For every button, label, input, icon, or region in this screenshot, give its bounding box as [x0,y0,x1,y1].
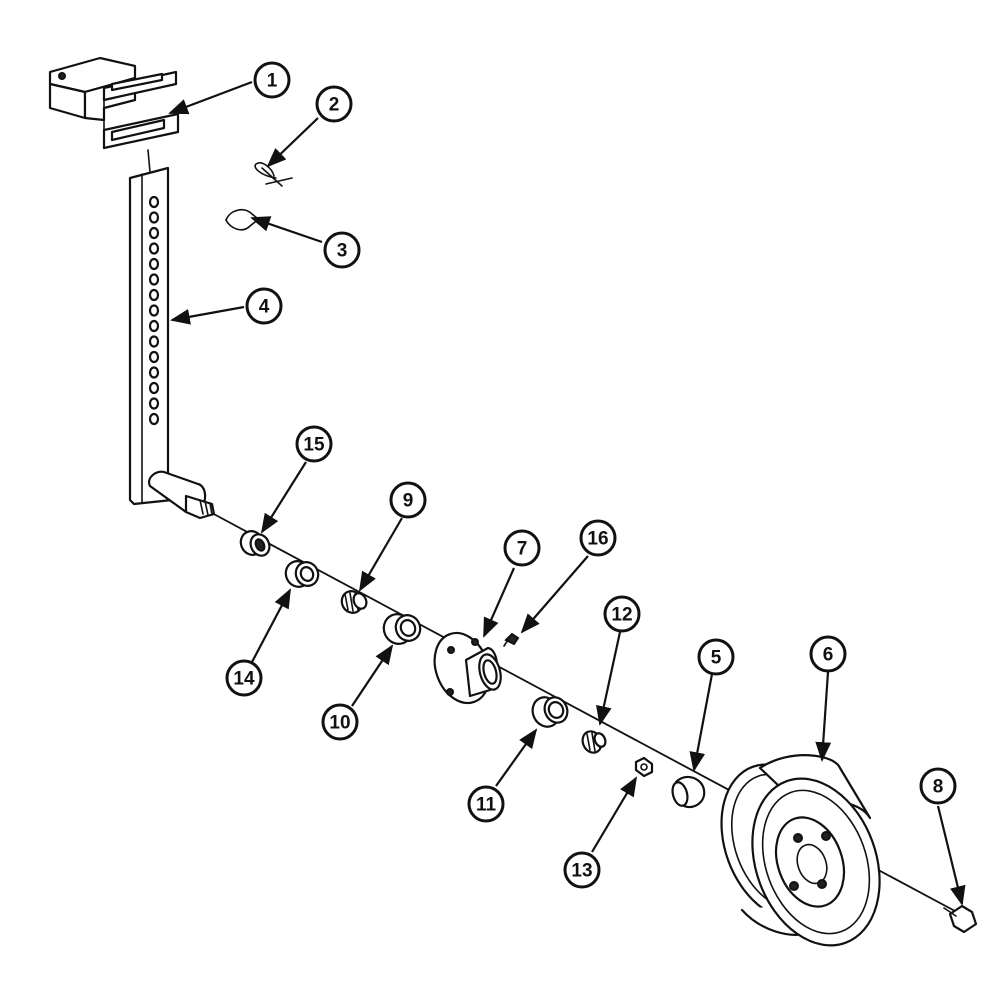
callout-8: 8 [919,767,957,805]
bracket-to-leg-guide-line [147,149,151,173]
callout-14: 14 [225,659,263,697]
lug-bolt [943,904,978,934]
callout-11-label: 11 [476,795,497,816]
mounting-bracket [48,56,180,150]
inner-bearing-cone [340,590,368,614]
callout-6: 6 [809,635,847,673]
wheel-hub [433,631,502,705]
leader-2 [266,117,319,168]
callout-7-label: 7 [517,539,528,560]
spindle-leg [128,166,216,520]
leg-adjustment-hole [148,304,160,317]
leader-12 [596,631,622,726]
leg-adjustment-hole [148,288,160,302]
callout-14-label: 14 [233,669,255,690]
callout-5-label: 5 [711,648,722,669]
callout-12: 12 [603,595,641,633]
callout-1: 1 [253,61,291,99]
leader-9 [359,517,403,592]
spindle-nut [634,756,654,778]
callout-13: 13 [563,851,601,889]
leader-15 [260,461,307,534]
callout-3-label: 3 [337,241,348,262]
callout-16: 16 [579,519,617,557]
cotter-pin [225,208,263,231]
callout-15: 15 [295,425,333,463]
leg-adjustment-hole [148,319,160,333]
dust-cap [671,775,706,809]
leg-adjustment-hole [148,242,160,255]
callout-8-label: 8 [933,777,944,798]
callout-2: 2 [315,85,353,123]
leg-adjustment-hole [148,350,160,364]
callout-10-label: 10 [329,713,350,734]
leg-adjustment-hole [148,211,160,224]
leader-1 [168,80,253,115]
leader-4 [170,305,245,325]
leader-8 [936,805,966,906]
wheel-rim [720,754,881,947]
callout-9-label: 9 [403,491,414,512]
leader-5 [689,673,714,772]
leader-6 [815,671,832,762]
callout-6-label: 6 [823,645,834,666]
leg-adjustment-hole [148,381,160,395]
leg-adjustment-hole [148,412,160,426]
outer-bearing-cup [531,696,569,728]
callout-15-label: 15 [303,435,325,456]
leg-adjustment-hole [148,226,160,240]
leader-10 [351,644,394,707]
callout-11: 11 [467,785,505,823]
callout-4: 4 [245,287,283,325]
leader-13 [591,776,638,853]
callout-2-label: 2 [329,95,340,116]
inner-bearing-cup [284,560,320,588]
callout-9: 9 [389,481,427,519]
leader-7 [482,567,516,638]
callout-13-label: 13 [571,861,592,882]
hairpin-clip [254,162,283,187]
leader-lines [168,80,966,906]
leg-adjustment-hole [148,366,160,379]
leg-adjustment-hole [148,335,160,348]
callout-4-label: 4 [259,297,270,318]
grease-fitting [503,632,520,647]
outer-bearing-cone [581,730,607,754]
leader-16 [520,555,589,634]
leader-11 [495,728,538,787]
callout-5: 5 [697,638,735,676]
inner-bearing-race [382,613,422,645]
leg-adjustment-hole [148,257,160,271]
leader-3 [250,216,323,244]
pin-guide-line [265,177,293,185]
callout-3: 3 [323,231,361,269]
callout-10: 10 [321,703,359,741]
leg-adjustment-hole [148,273,160,286]
leg-adjustment-hole [148,397,160,410]
callout-16-label: 16 [587,529,608,550]
callout-7: 7 [503,529,541,567]
callout-1-label: 1 [267,71,278,92]
leader-14 [251,588,291,663]
grease-seal [239,530,271,557]
leg-adjustment-hole [148,195,160,209]
callout-12-label: 12 [611,605,632,626]
